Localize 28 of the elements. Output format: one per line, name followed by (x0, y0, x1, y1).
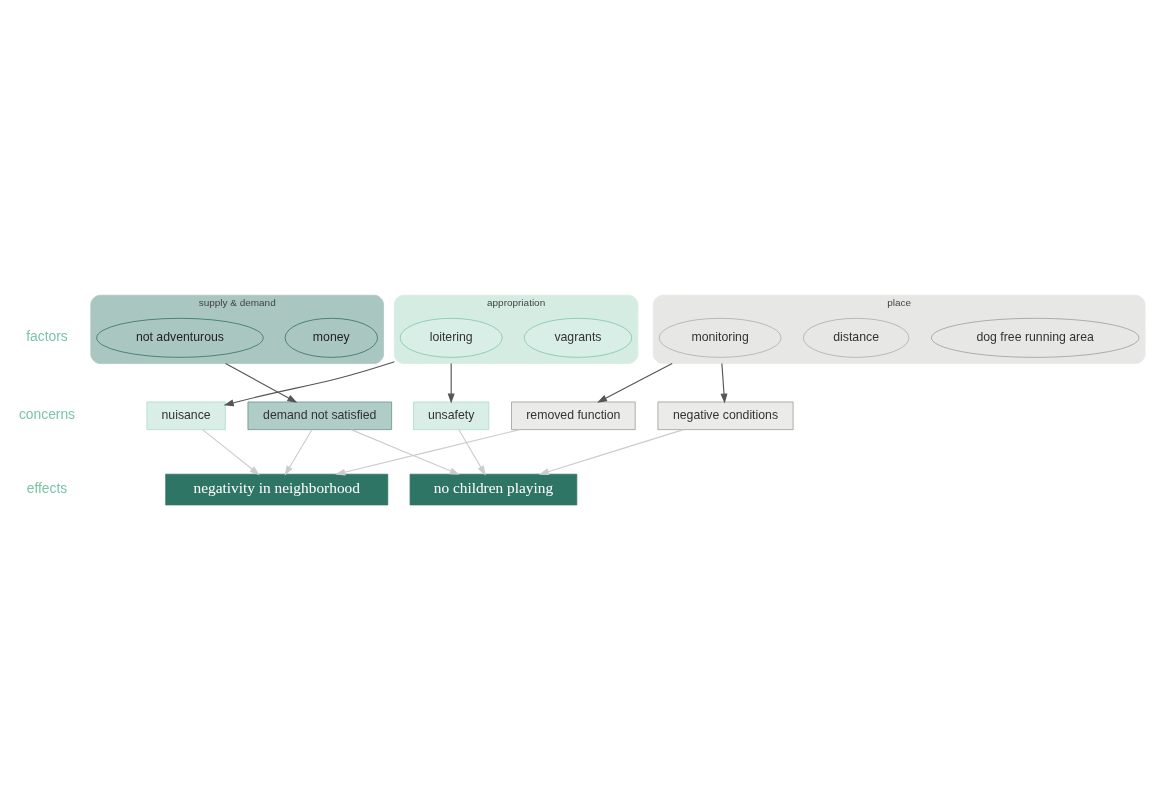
arrow (284, 428, 313, 476)
node-ellipse: not adventurous (96, 317, 264, 358)
node-box: nuisance (146, 401, 226, 430)
arrow (458, 428, 486, 476)
label: effects (26, 479, 68, 496)
node-box: unsafety (413, 401, 490, 430)
node-box: removed function (511, 401, 636, 430)
arrow (597, 362, 673, 403)
arrow (225, 362, 298, 403)
label: concerns (18, 405, 76, 422)
arrow (350, 428, 460, 475)
arrow (538, 428, 685, 475)
node-ellipse: money (284, 317, 378, 358)
node-ellipse: vagrants (523, 317, 633, 358)
node-box: no children playing (409, 473, 578, 505)
arrow (335, 428, 521, 476)
node-ellipse: monitoring (658, 317, 782, 358)
node-ellipse: loitering (399, 317, 503, 358)
arrow (447, 362, 455, 404)
node-box: negative conditions (657, 401, 794, 430)
arrow (720, 362, 728, 404)
node-ellipse: dog free running area (930, 317, 1140, 358)
node-box: demand not satisfied (247, 401, 392, 430)
arrow (201, 428, 260, 475)
label: factors (26, 327, 68, 344)
arrow (223, 360, 395, 406)
node-box: negativity in neighborhood (165, 473, 389, 505)
node-ellipse: distance (802, 317, 910, 358)
